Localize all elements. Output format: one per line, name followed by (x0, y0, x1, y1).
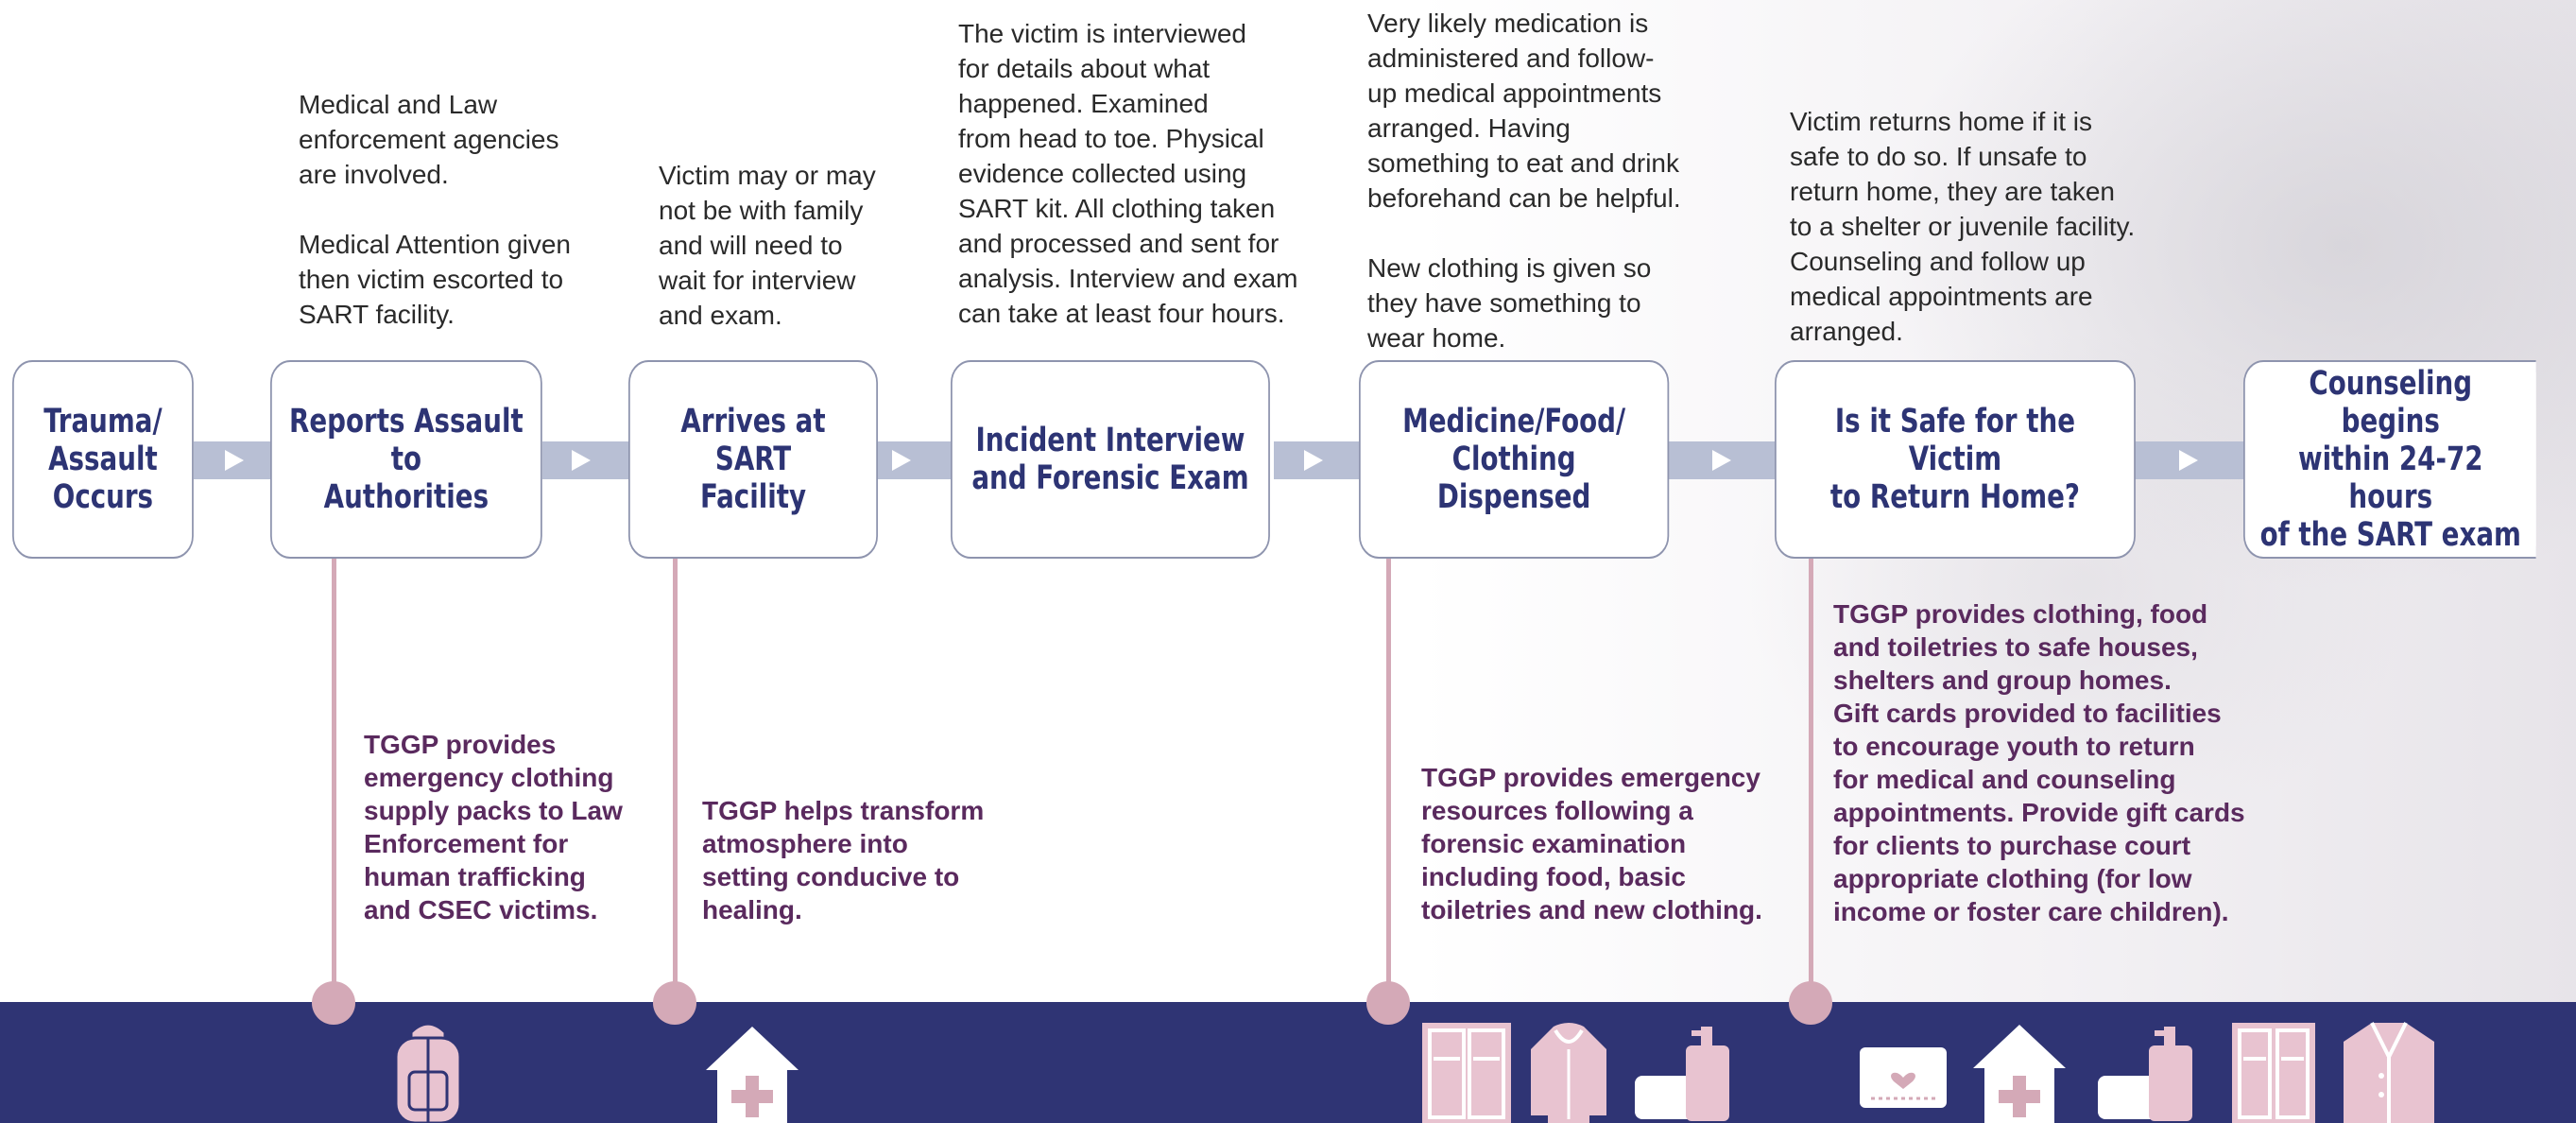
step-box-3: Arrives at SART Facility (628, 360, 878, 559)
description-step-6: Victim returns home if it is safe to do … (1790, 107, 2136, 346)
house-medical-icon (1973, 1025, 2066, 1123)
timeline-dot (653, 981, 696, 1025)
timeline-line (1386, 559, 1391, 1003)
step-label: Reports Assault to Authorities (289, 403, 524, 516)
step-box-1: Trauma/ Assault Occurs (12, 360, 194, 559)
jacket-icon (2344, 1022, 2434, 1123)
timeline-line (332, 559, 336, 1003)
step-label: Counseling begins within 24-72 hours of … (2259, 365, 2521, 554)
tggp-note-3: TGGP provides emergency resources follow… (1421, 763, 1762, 924)
toiletries-icon (1635, 1027, 1729, 1121)
step-box-4: Incident Interview and Forensic Exam (951, 360, 1270, 559)
toiletries-icon (2098, 1027, 2192, 1121)
arrow-icon (225, 450, 244, 471)
step-box-5: Medicine/Food/ Clothing Dispensed (1359, 360, 1670, 559)
wardrobe-icon (2232, 1023, 2315, 1123)
timeline-line (673, 559, 678, 1003)
description-step-2: Medical and Law enforcement agencies are… (299, 90, 571, 329)
step-label: Trauma/ Assault Occurs (43, 403, 163, 516)
flow-connector (877, 441, 953, 479)
tggp-note-2: TGGP helps transform atmosphere into set… (702, 796, 985, 924)
timeline-line (1809, 559, 1813, 1003)
description-step-4: The victim is interviewed for details ab… (958, 19, 1298, 328)
step-label: Is it Safe for the Victim to Return Home… (1829, 403, 2081, 516)
arrow-icon (2179, 450, 2198, 471)
hoodie-icon (1531, 1023, 1606, 1123)
timeline-dot (1366, 981, 1410, 1025)
tggp-note-1: TGGP provides emergency clothing supply … (364, 730, 623, 924)
step-box-2: Reports Assault to Authorities (270, 360, 542, 559)
timeline-dot (312, 981, 355, 1025)
timeline-dot (1789, 981, 1832, 1025)
step-box-7: Counseling begins within 24-72 hours of … (2243, 360, 2536, 559)
arrow-icon (892, 450, 911, 471)
house-medical-icon (706, 1027, 799, 1123)
step-label: Medicine/Food/ Clothing Dispensed (1402, 403, 1626, 516)
gift-card-icon (1860, 1047, 1947, 1108)
step-box-6: Is it Safe for the Victim to Return Home… (1775, 360, 2136, 559)
wardrobe-icon (1422, 1023, 1511, 1123)
tggp-note-4: TGGP provides clothing, food and toiletr… (1833, 599, 2245, 926)
arrow-icon (1304, 450, 1323, 471)
step-label: Arrives at SART Facility (680, 403, 826, 516)
arrow-icon (572, 450, 591, 471)
arrow-icon (1712, 450, 1731, 471)
description-step-3: Victim may or may not be with family and… (659, 161, 876, 330)
backpack-icon (394, 1022, 462, 1123)
step-label: Incident Interview and Forensic Exam (971, 422, 1249, 497)
description-step-5: Very likely medication is administered a… (1367, 9, 1681, 353)
